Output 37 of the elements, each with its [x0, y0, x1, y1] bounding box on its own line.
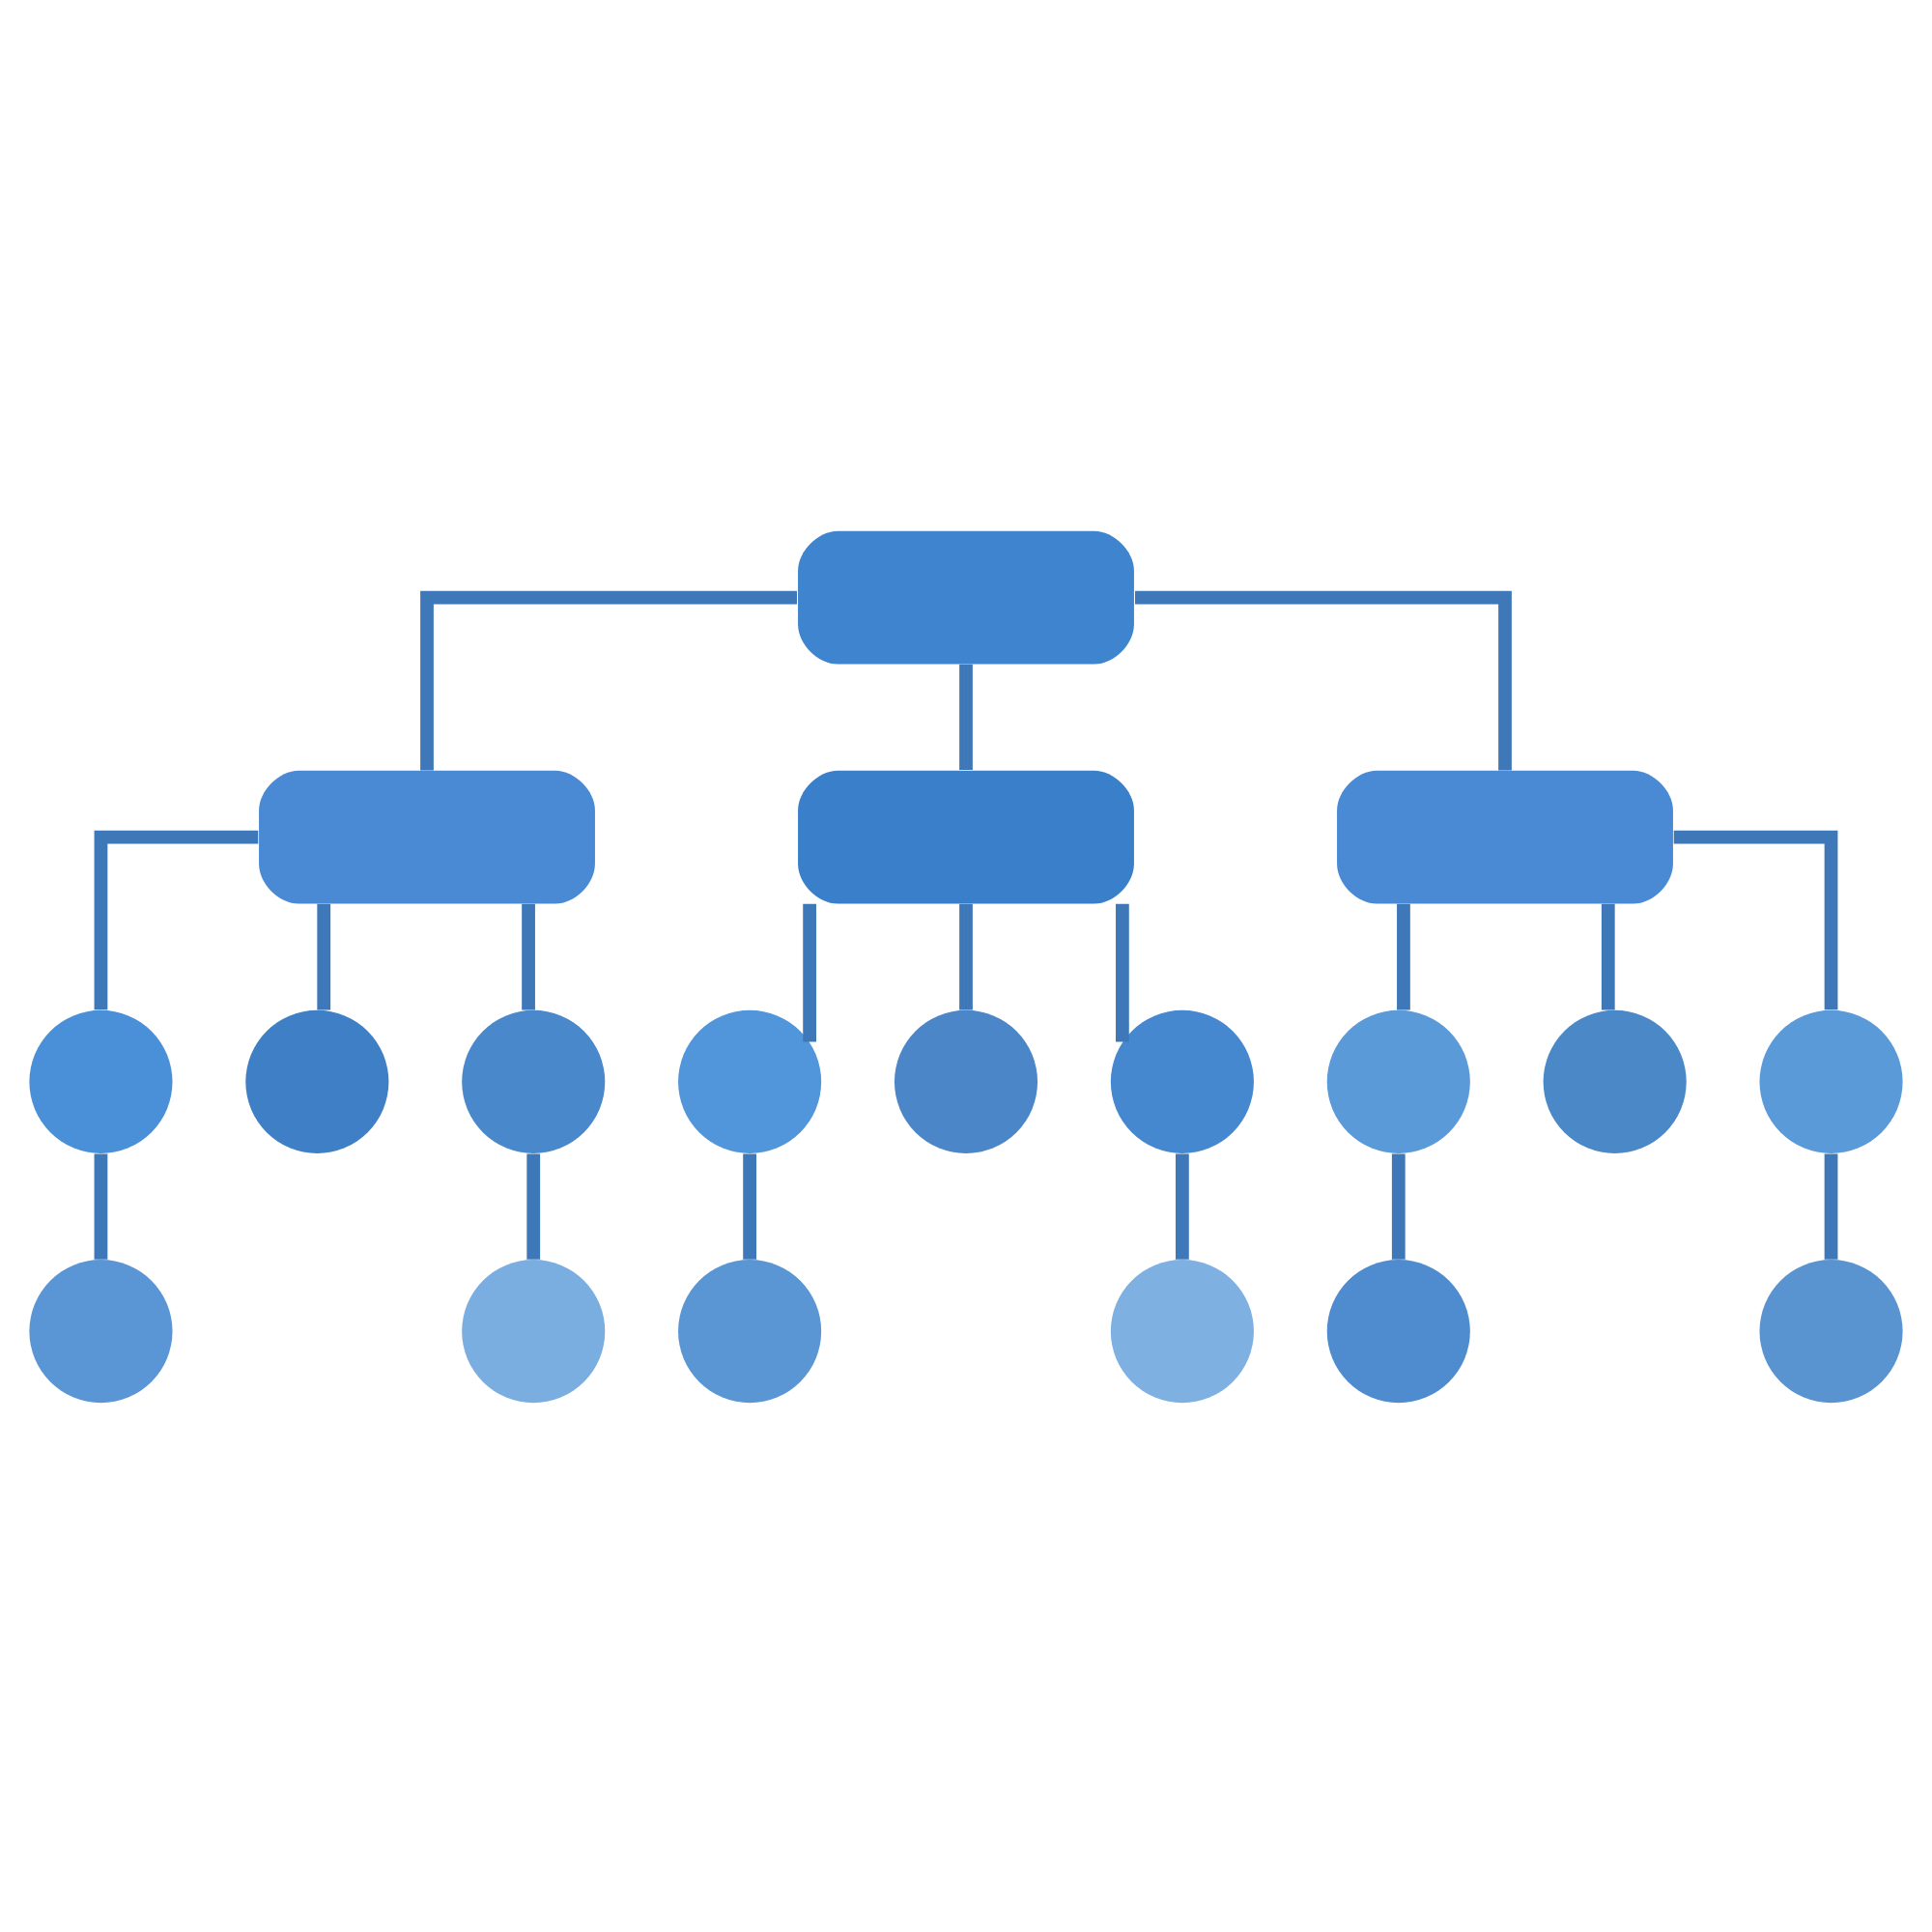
node-circle: [1759, 1259, 1903, 1403]
node-circle: [1759, 1009, 1903, 1152]
connector: [317, 902, 331, 1009]
node-circle: [462, 1009, 606, 1152]
connector: [959, 663, 973, 770]
connector: [522, 902, 535, 1009]
connector: [1116, 902, 1129, 1041]
connector: [94, 829, 259, 1009]
connector: [1673, 829, 1838, 1009]
connector: [94, 1152, 108, 1259]
node-box: [1337, 769, 1673, 903]
connector: [526, 1152, 541, 1259]
node-box: [798, 529, 1134, 664]
node-circle: [29, 1259, 173, 1403]
node-circle: [678, 1009, 822, 1152]
node-circle: [1110, 1009, 1254, 1152]
node-circle: [1326, 1259, 1470, 1403]
node-circle: [1110, 1259, 1254, 1403]
connector: [803, 902, 816, 1041]
node-circle: [678, 1259, 822, 1403]
connector: [959, 902, 973, 1009]
node-circle: [29, 1009, 173, 1152]
node-box: [798, 769, 1134, 903]
connector: [1176, 1152, 1189, 1259]
node-circle: [462, 1259, 606, 1403]
node-box: [259, 769, 595, 903]
connector: [1397, 902, 1410, 1009]
connector: [1824, 1152, 1838, 1259]
node-circle: [894, 1009, 1038, 1152]
connector: [1601, 902, 1615, 1009]
connector: [420, 589, 797, 770]
connector: [1135, 589, 1512, 770]
connector: [1391, 1152, 1406, 1259]
node-circle: [245, 1009, 389, 1152]
node-circle: [1543, 1009, 1687, 1152]
connector: [743, 1152, 756, 1259]
node-circle: [1326, 1009, 1470, 1152]
